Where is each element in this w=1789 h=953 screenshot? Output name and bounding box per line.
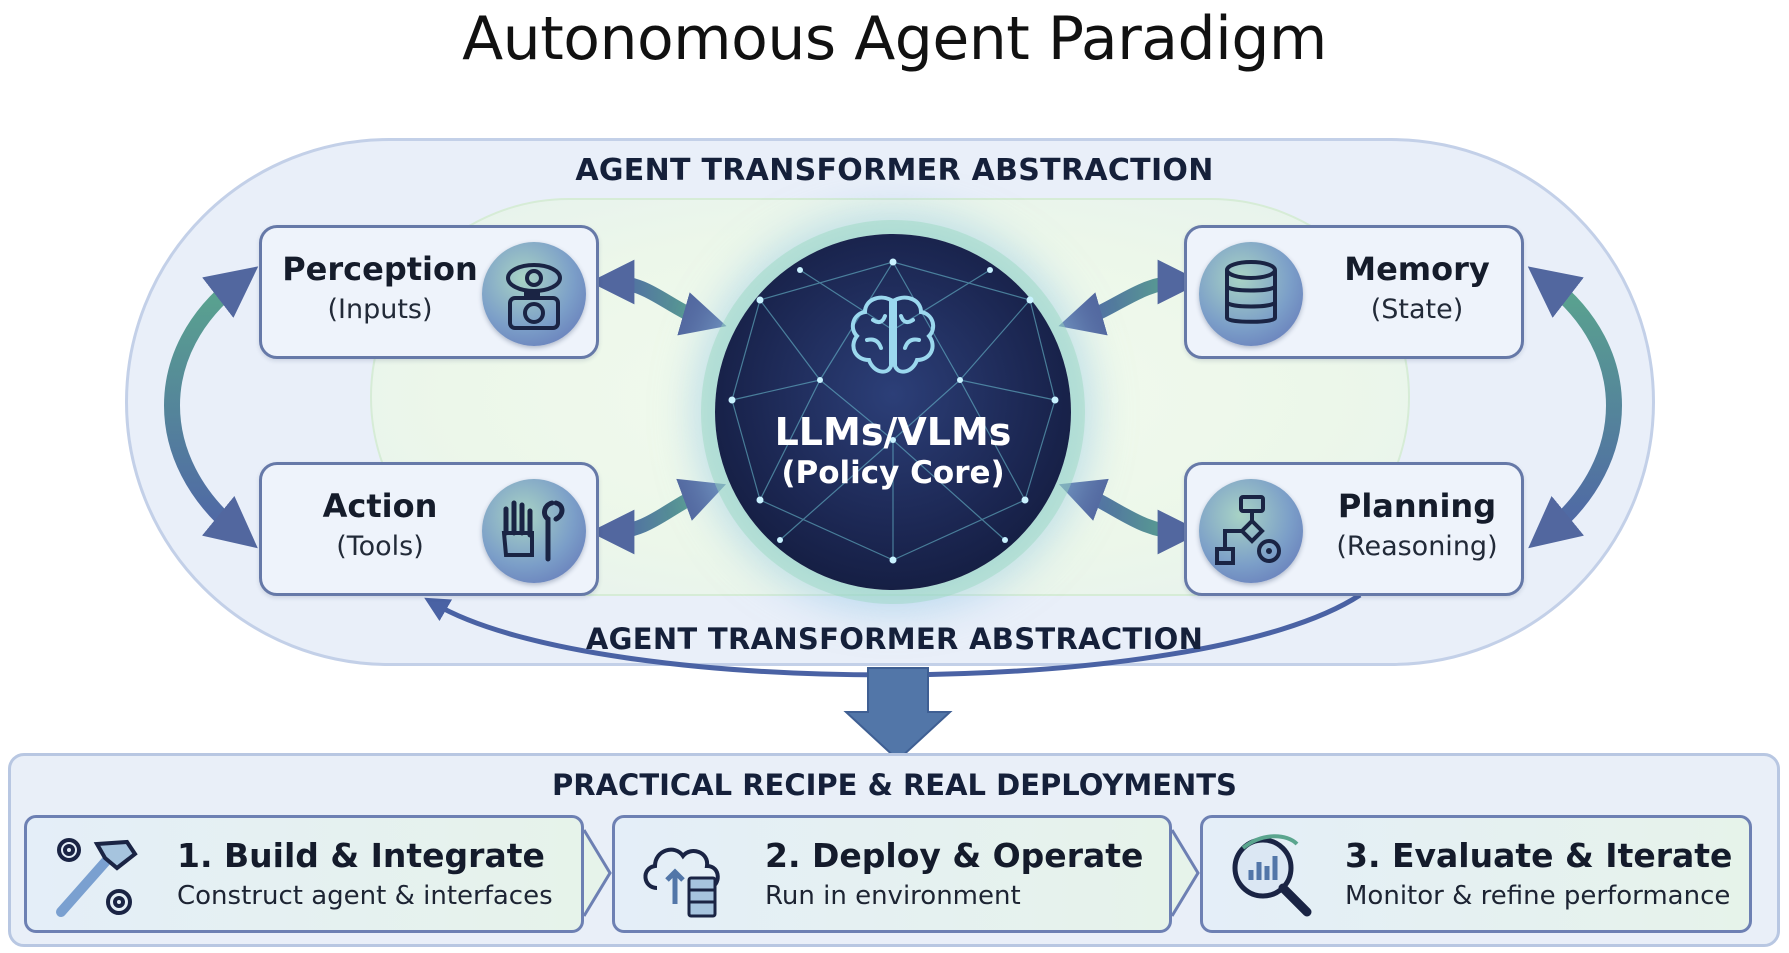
flowchart-icon bbox=[1199, 479, 1303, 583]
planning-node: Planning (Reasoning) bbox=[1184, 462, 1524, 596]
step-deploy-title: 2. Deploy & Operate bbox=[765, 836, 1144, 875]
brain-icon bbox=[850, 295, 936, 374]
step-deploy-desc: Run in environment bbox=[765, 881, 1021, 911]
planning-subtitle: (Reasoning) bbox=[1336, 531, 1498, 562]
perception-core-arrow bbox=[589, 259, 727, 336]
step-evaluate-title: 3. Evaluate & Iterate bbox=[1345, 836, 1733, 875]
magnifier-chart-icon bbox=[1232, 834, 1312, 917]
action-title: Action bbox=[322, 487, 438, 525]
action-core-arrow bbox=[589, 478, 726, 555]
hammer-gears-icon bbox=[56, 838, 138, 917]
planning-title: Planning bbox=[1337, 487, 1497, 525]
memory-title: Memory bbox=[1344, 250, 1490, 288]
core-subtitle: (Policy Core) bbox=[781, 455, 1005, 491]
down-arrow bbox=[843, 667, 953, 762]
step-deploy: 2. Deploy & Operate Run in environment bbox=[612, 815, 1172, 933]
abstraction-top-label: AGENT TRANSFORMER ABSTRACTION bbox=[575, 153, 1214, 188]
left-cycle-arrow bbox=[164, 266, 259, 549]
page-title: Autonomous Agent Paradigm bbox=[462, 4, 1327, 74]
action-subtitle: (Tools) bbox=[336, 531, 424, 562]
action-node: Action (Tools) bbox=[259, 462, 599, 596]
step-evaluate: 3. Evaluate & Iterate Monitor & refine p… bbox=[1200, 815, 1752, 933]
perception-subtitle: (Inputs) bbox=[327, 294, 433, 325]
step-2-to-3-arrow bbox=[1170, 829, 1200, 917]
core-title: LLMs/VLMs bbox=[774, 410, 1012, 454]
cloud-server-icon bbox=[643, 847, 720, 918]
perception-node: Perception (Inputs) bbox=[259, 225, 599, 359]
memory-core-arrow bbox=[1058, 259, 1203, 336]
step-build-desc: Construct agent & interfaces bbox=[177, 881, 553, 911]
abstraction-bottom-label: AGENT TRANSFORMER ABSTRACTION bbox=[585, 622, 1204, 656]
memory-subtitle: (State) bbox=[1370, 294, 1464, 325]
eye-camera-icon bbox=[482, 242, 586, 346]
hand-wrench-icon bbox=[482, 479, 586, 583]
step-1-to-2-arrow bbox=[582, 829, 612, 917]
step-evaluate-desc: Monitor & refine performance bbox=[1345, 881, 1731, 911]
recipe-title: PRACTICAL RECIPE & REAL DEPLOYMENTS bbox=[552, 768, 1237, 802]
planning-core-arrow bbox=[1059, 478, 1203, 555]
perception-title: Perception bbox=[282, 250, 478, 288]
step-build: 1. Build & Integrate Construct agent & i… bbox=[24, 815, 584, 933]
right-cycle-arrow bbox=[1527, 266, 1622, 549]
step-build-title: 1. Build & Integrate bbox=[177, 836, 545, 875]
memory-node: Memory (State) bbox=[1184, 225, 1524, 359]
database-icon bbox=[1199, 242, 1303, 346]
